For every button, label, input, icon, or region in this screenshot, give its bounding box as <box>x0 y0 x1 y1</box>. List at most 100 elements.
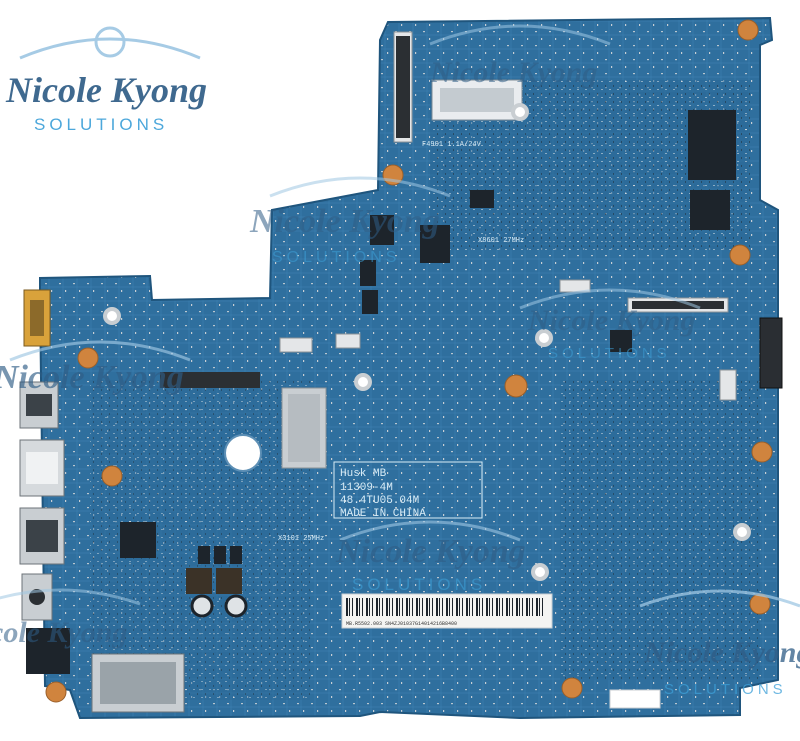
watermark-name: Nicole Kyong <box>527 304 695 337</box>
chip <box>420 225 450 263</box>
barcode-bar <box>372 598 373 616</box>
barcode-bar <box>426 598 428 616</box>
barcode-bar <box>349 598 350 616</box>
chip <box>688 110 736 180</box>
barcode-bar <box>479 598 480 616</box>
barcode-bar <box>419 598 420 616</box>
board-hole <box>224 434 262 472</box>
barcode-bar <box>482 598 483 616</box>
board-label-line: 48.4TU05.04M <box>340 495 419 507</box>
chip <box>610 330 632 352</box>
watermark-logo-icon <box>429 24 611 46</box>
barcode-bar <box>436 598 438 616</box>
barcode-bar <box>429 598 430 616</box>
barcode-bar <box>489 598 490 616</box>
watermark-logo-icon <box>9 340 191 362</box>
barcode-bar <box>476 598 478 616</box>
board-label-line: 11309-4M <box>340 482 393 494</box>
capacitor <box>224 594 248 618</box>
barcode-bar <box>446 598 448 616</box>
barcode-bar <box>526 598 528 616</box>
ribbon-connector <box>335 333 361 349</box>
barcode-bar <box>542 598 543 616</box>
chip <box>362 290 378 314</box>
barcode-bar <box>399 598 400 616</box>
barcode-bar <box>449 598 450 616</box>
watermark-logo-icon <box>19 37 201 60</box>
chip <box>470 190 494 208</box>
barcode-bar <box>402 598 403 616</box>
barcode-sticker: MB.R5502.003 SN4ZJ01037G14014216B8400 <box>341 593 553 629</box>
inductor <box>186 568 212 594</box>
watermark-name: Nicole Kyong <box>249 203 440 240</box>
watermark-name: Nicole Kyong <box>0 616 127 649</box>
barcode-bar <box>529 598 530 616</box>
watermark-logo-icon <box>269 176 451 198</box>
audio-jack <box>26 628 70 674</box>
barcode-text: MB.R5502.003 SN4ZJ01037G14014216B8400 <box>346 621 457 627</box>
watermark: Nicole Kyong SOLUTIONS <box>519 288 701 362</box>
watermark-subtitle: SOLUTIONS <box>664 681 787 698</box>
barcode-bar <box>376 598 378 616</box>
watermark-name: Nicole Kyong <box>335 533 526 570</box>
crystal-label-bottom: X3101 25MHz <box>278 535 324 543</box>
barcode-bar <box>366 598 368 616</box>
barcode-bar <box>369 598 370 616</box>
barcode-bar <box>422 598 423 616</box>
barcode-bar <box>439 598 440 616</box>
barcode-bar <box>516 598 518 616</box>
watermark: Nicole Kyong SOLUTIONS <box>5 26 207 134</box>
chip <box>120 522 156 558</box>
barcode-bar <box>492 598 493 616</box>
barcode-bar <box>412 598 413 616</box>
watermark-logo-icon <box>339 520 521 542</box>
crystal-label-top: X8601 27MHz <box>478 237 524 245</box>
barcode-bar <box>509 598 510 616</box>
barcode-bar <box>466 598 468 616</box>
barcode-bar <box>506 598 508 616</box>
barcode-bar <box>536 598 538 616</box>
barcode-bar <box>359 598 360 616</box>
chip <box>370 215 394 245</box>
barcode-bar <box>409 598 410 616</box>
inductor <box>216 568 242 594</box>
watermark-name: Nicole Kyong <box>643 636 800 669</box>
barcode-bar <box>532 598 533 616</box>
barcode-bar <box>386 598 388 616</box>
chip <box>690 190 730 230</box>
watermark-subtitle: SOLUTIONS <box>272 249 400 266</box>
chip <box>360 260 376 286</box>
barcode-bar <box>352 598 353 616</box>
barcode-bar <box>502 598 503 616</box>
ribbon-connector <box>160 372 260 388</box>
barcode-bar <box>362 598 363 616</box>
barcode-bar <box>459 598 460 616</box>
barcode-bar <box>442 598 443 616</box>
ribbon-connector <box>719 369 737 401</box>
board-label: Husk MB 11309-4M 48.4TU05.04M MADE IN CH… <box>333 461 483 520</box>
barcode-bar <box>382 598 383 616</box>
barcode-bar <box>406 598 408 616</box>
barcode-bar <box>432 598 433 616</box>
watermark-name: Nicole Kyong <box>5 70 207 110</box>
screw-holes <box>103 103 751 581</box>
component-zone-right <box>560 380 760 680</box>
watermark-name: Nicole Kyong <box>429 56 597 89</box>
barcode-bar <box>472 598 473 616</box>
capacitor <box>190 594 214 618</box>
watermark: Nicole Kyong <box>429 24 611 89</box>
watermark: Nicole Kyong <box>0 588 141 649</box>
watermark: Nicole Kyong SOLUTIONS <box>249 176 451 266</box>
barcode-bar <box>539 598 540 616</box>
watermark-logo-icon <box>0 588 141 606</box>
board-label-line: Husk MB <box>340 468 387 480</box>
barcode-bar <box>456 598 458 616</box>
barcode-bar <box>346 598 348 616</box>
barcode-bar <box>379 598 380 616</box>
fuse-label: F4901 1.1A/24V <box>422 141 482 149</box>
barcode-bar <box>452 598 453 616</box>
barcode-bar <box>416 598 418 616</box>
white-pad <box>609 689 661 709</box>
barcode-bar <box>356 598 358 616</box>
watermark-subtitle: SOLUTIONS <box>352 575 486 594</box>
